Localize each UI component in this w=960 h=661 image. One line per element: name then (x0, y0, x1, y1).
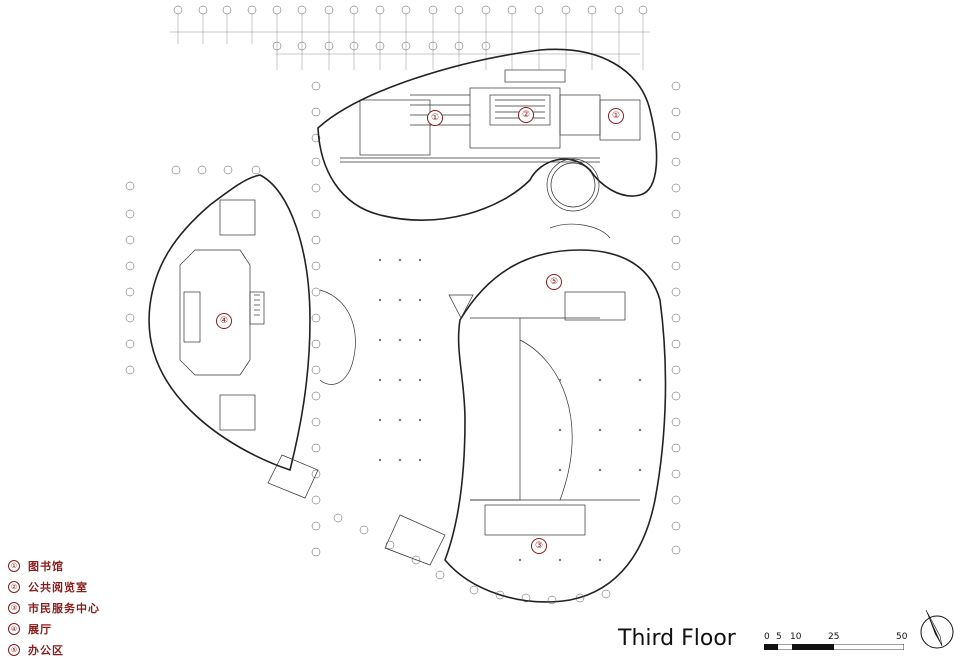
scale-bar: 0 5 10 25 50 (764, 632, 912, 652)
library-block-outline (317, 48, 658, 221)
floor-title: Third Floor (618, 626, 736, 651)
legend-label: 公共阅览室 (28, 581, 88, 594)
legend-marker: ⑤ (8, 644, 20, 656)
room-tag-civic-center: ③ (531, 538, 547, 554)
legend-marker: ① (8, 560, 20, 572)
scale-bar-graphic (764, 644, 904, 650)
column-dots (378, 258, 642, 562)
scale-label-5: 5 (776, 632, 782, 642)
grid-bubbles-right (671, 81, 681, 555)
grid-bubbles-middle (311, 81, 321, 557)
legend-item: ② 公共阅览室 (8, 577, 208, 597)
legend: ① 图书馆 ② 公共阅览室 ③ 市民服务中心 ④ 展厅 ⑤ 办公区 (8, 556, 208, 661)
legend-item: ⑤ 办公区 (8, 640, 208, 660)
office-interior (470, 223, 640, 536)
room-tag-library-1: ① (427, 110, 443, 126)
legend-item: ① 图书馆 (8, 556, 208, 576)
room-tag-exhibition: ④ (216, 313, 232, 329)
legend-marker: ③ (8, 602, 20, 614)
scale-labels: 0 5 10 25 50 (764, 632, 912, 642)
grid-axis-top (170, 14, 650, 70)
exhibition-block-outline (148, 174, 311, 472)
room-tag-library-2: ① (608, 108, 624, 124)
plaza-markers (267, 294, 474, 566)
exhibition-interior (179, 199, 356, 431)
room-tag-office: ⑤ (546, 274, 562, 290)
scale-label-25: 25 (828, 632, 840, 642)
legend-marker: ④ (8, 623, 20, 635)
legend-item: ④ 展厅 (8, 619, 208, 639)
legend-item: ③ 市民服务中心 (8, 598, 208, 618)
grid-bubbles-left (125, 165, 261, 375)
legend-label: 展厅 (28, 623, 52, 636)
scale-label-0: 0 (764, 632, 770, 642)
office-block-outline (444, 249, 667, 603)
grid-bubbles-bottom (333, 513, 611, 605)
legend-label: 办公区 (28, 644, 64, 657)
scale-label-10: 10 (790, 632, 802, 642)
legend-marker: ② (8, 581, 20, 593)
legend-label: 图书馆 (28, 560, 64, 573)
scale-label-50: 50 (896, 632, 908, 642)
room-tag-reading-room: ② (518, 107, 534, 123)
library-interior (340, 69, 641, 212)
north-arrow-icon (920, 609, 954, 649)
legend-label: 市民服务中心 (28, 602, 100, 615)
grid-bubbles-top (173, 5, 648, 51)
